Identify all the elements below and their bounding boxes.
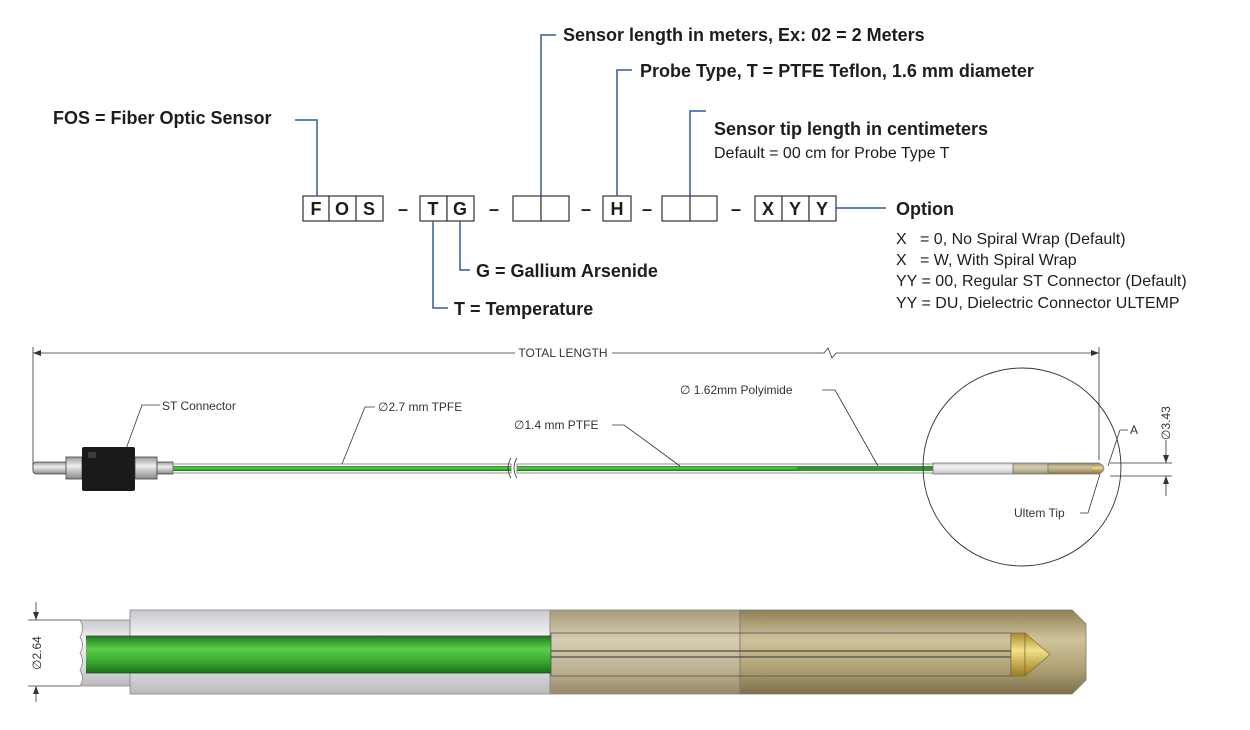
sensor-cable bbox=[172, 457, 1105, 479]
sensor-length-annotation: Sensor length in meters, Ex: 02 = 2 Mete… bbox=[563, 25, 925, 45]
probe-type-annotation: Probe Type, T = PTFE Teflon, 1.6 mm diam… bbox=[640, 61, 1034, 81]
code-box-12: Y bbox=[781, 195, 810, 222]
leader-sensor-length bbox=[540, 34, 556, 196]
code-box-4: T bbox=[419, 195, 448, 222]
code-box-7 bbox=[540, 195, 570, 222]
detail-view: ∅2.64 bbox=[28, 602, 1087, 702]
leader-ultem-tip bbox=[1080, 473, 1101, 514]
separator-5: – bbox=[731, 199, 741, 219]
code-box-1: F bbox=[302, 195, 330, 222]
svg-text:T: T bbox=[428, 199, 439, 219]
svg-text:S: S bbox=[363, 199, 375, 219]
code-box-13: Y bbox=[808, 195, 837, 222]
leader-probe-type bbox=[616, 69, 632, 196]
code-box-5: G bbox=[446, 195, 475, 222]
diameter-264-label: ∅2.64 bbox=[30, 636, 44, 670]
total-length-label: TOTAL LENGTH bbox=[518, 346, 607, 360]
st-connector-label: ST Connector bbox=[162, 399, 236, 413]
option-line-2: X = W, With Spiral Wrap bbox=[896, 252, 1077, 269]
ultem-tip-label: Ultem Tip bbox=[1014, 506, 1065, 520]
separator-2: – bbox=[489, 199, 499, 219]
code-box-6 bbox=[512, 195, 542, 222]
separator-1: – bbox=[398, 199, 408, 219]
svg-text:H: H bbox=[611, 199, 624, 219]
svg-text:G: G bbox=[453, 199, 467, 219]
option-line-3: YY = 00, Regular ST Connector (Default) bbox=[896, 273, 1187, 290]
separator-4: – bbox=[642, 199, 652, 219]
ptfe-label: ∅1.4 mm PTFE bbox=[514, 418, 598, 432]
st-connector bbox=[32, 447, 174, 491]
detail-circle-a bbox=[922, 367, 1122, 567]
polyimide-label: ∅ 1.62mm Polyimide bbox=[680, 383, 793, 397]
leader-gallium bbox=[459, 221, 470, 271]
tip-length-default: Default = 00 cm for Probe Type T bbox=[714, 145, 950, 162]
option-line-1: X = 0, No Spiral Wrap (Default) bbox=[896, 231, 1126, 248]
code-box-9 bbox=[661, 195, 691, 222]
svg-text:O: O bbox=[335, 199, 349, 219]
separator-3: – bbox=[581, 199, 591, 219]
svg-text:Y: Y bbox=[816, 199, 828, 219]
code-box-11: X bbox=[754, 195, 783, 222]
leader-detail-a bbox=[1107, 429, 1128, 467]
part-code: F O S – T G – – H – – X Y Y bbox=[302, 195, 837, 222]
code-box-2: O bbox=[328, 195, 357, 222]
option-title: Option bbox=[896, 199, 954, 219]
option-line-4: YY = DU, Dielectric Connector ULTEMP bbox=[896, 295, 1180, 312]
leader-temperature bbox=[432, 221, 448, 309]
code-box-8: H bbox=[602, 195, 632, 222]
svg-text:F: F bbox=[311, 199, 322, 219]
leader-ptfe bbox=[612, 424, 681, 467]
code-box-10 bbox=[689, 195, 718, 222]
tip-length-annotation: Sensor tip length in centimeters bbox=[714, 119, 988, 139]
leader-fos bbox=[295, 119, 318, 196]
leader-tpfe bbox=[341, 406, 375, 465]
svg-text:X: X bbox=[762, 199, 774, 219]
diameter-343-label: ∅3.43 bbox=[1159, 406, 1173, 440]
leader-tip-length bbox=[689, 110, 706, 196]
leader-lines bbox=[295, 34, 886, 309]
leader-st-connector bbox=[125, 404, 160, 450]
diameter-343-dimension: ∅3.43 bbox=[1110, 406, 1173, 496]
svg-text:Y: Y bbox=[789, 199, 801, 219]
fos-annotation: FOS = Fiber Optic Sensor bbox=[53, 108, 272, 128]
gallium-annotation: G = Gallium Arsenide bbox=[476, 261, 658, 281]
detail-a-label: A bbox=[1130, 423, 1138, 437]
tpfe-label: ∅2.7 mm TPFE bbox=[378, 400, 462, 414]
total-length-dimension: TOTAL LENGTH bbox=[32, 346, 1100, 470]
leader-polyimide bbox=[822, 389, 879, 467]
temperature-annotation: T = Temperature bbox=[454, 299, 593, 319]
code-box-3: S bbox=[355, 195, 384, 222]
